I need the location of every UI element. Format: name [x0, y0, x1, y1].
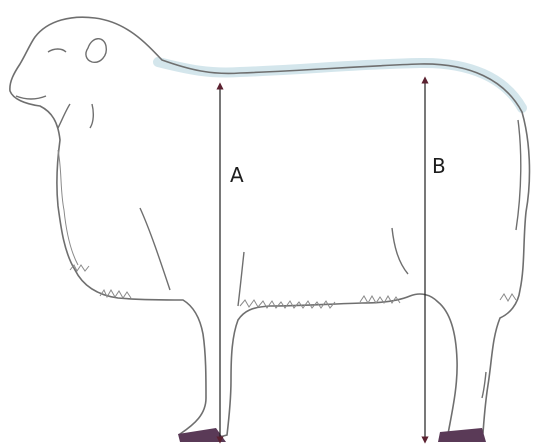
eye — [48, 49, 66, 52]
ear — [86, 39, 106, 63]
measurement-b: B — [425, 80, 446, 440]
wool-texture — [58, 150, 516, 308]
head-details — [16, 39, 106, 128]
sheep-outline — [10, 17, 530, 438]
front-leg-line — [140, 208, 170, 290]
measurement-a: A — [220, 86, 244, 440]
rear-leg-inner — [482, 372, 486, 398]
rear-hoof — [438, 428, 486, 442]
leg-lines — [140, 120, 521, 398]
cheek-mark — [90, 104, 93, 128]
rear-leg-line — [392, 228, 408, 274]
jaw-line — [58, 104, 70, 128]
label-a: A — [230, 163, 244, 187]
front-leg-inner — [238, 252, 244, 306]
mouth — [16, 96, 46, 99]
tail-line — [516, 120, 521, 230]
label-b: B — [432, 154, 446, 178]
